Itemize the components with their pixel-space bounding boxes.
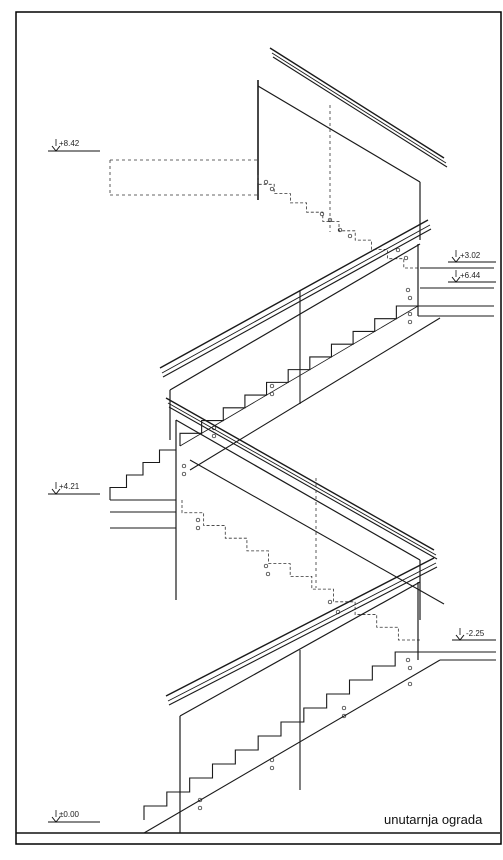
second-stairs-marks-7 xyxy=(211,433,217,439)
bottom-handrail xyxy=(179,581,421,717)
third-rail-top xyxy=(165,397,435,551)
third-stairs-marks-5 xyxy=(265,571,271,577)
third-stairs-marks-4 xyxy=(263,563,269,569)
second-stairs-marks-4 xyxy=(269,383,275,389)
bottom-stairs xyxy=(143,651,418,820)
top-rail-mid xyxy=(271,52,447,164)
second-stringer xyxy=(179,305,419,447)
level-label-l3: +6.44 xyxy=(460,271,481,280)
second-rail-top xyxy=(159,219,429,369)
level-label-l1: +8.42 xyxy=(59,139,80,148)
top-stairs-marks-0 xyxy=(263,179,269,185)
third-landing-stairs xyxy=(109,449,176,500)
bottom-stairs-marks-0 xyxy=(405,657,411,663)
third-stairs-dashed xyxy=(181,500,420,641)
bottom-stairs-marks-1 xyxy=(407,665,413,671)
bottom-stairs-marks-3 xyxy=(341,705,347,711)
second-stairs-marks-1 xyxy=(407,295,413,301)
second-slab xyxy=(189,317,441,471)
drawing-caption: unutarnja ograda xyxy=(384,812,483,827)
second-stairs-marks-0 xyxy=(405,287,411,293)
top-stairs-dashed xyxy=(257,175,420,269)
top-rail-top xyxy=(269,47,445,159)
drawing-frame xyxy=(15,11,502,845)
second-stairs xyxy=(179,305,418,446)
top-stairs-marks-6 xyxy=(395,247,401,253)
third-stairs-marks-2 xyxy=(195,517,201,523)
third-stairs-marks-0 xyxy=(181,463,187,469)
third-handrail xyxy=(175,419,421,561)
level-label-l2: +3.02 xyxy=(460,251,481,260)
third-stairs-marks-6 xyxy=(327,599,333,605)
second-stairs-marks-2 xyxy=(407,311,413,317)
level-marker-l6: ±0.00 xyxy=(48,810,100,823)
bottom-stairs-marks-5 xyxy=(269,757,275,763)
top-rail-bottom xyxy=(272,56,448,168)
level-marker-l1: +8.42 xyxy=(48,139,100,152)
level-label-l5: -2.25 xyxy=(466,629,485,638)
level-marker-l4: +4.21 xyxy=(48,482,100,495)
second-rail-bottom xyxy=(162,228,432,378)
bottom-rail-bottom xyxy=(168,566,438,706)
second-stairs-marks-3 xyxy=(407,319,413,325)
bottom-stairs-marks-4 xyxy=(341,713,347,719)
bottom-rail-top xyxy=(165,557,435,697)
third-rail-bottom xyxy=(168,406,438,560)
third-slab xyxy=(189,459,445,605)
top-stairs-marks-2 xyxy=(319,211,325,217)
level-label-l6: ±0.00 xyxy=(59,810,80,819)
bottom-rail-mid xyxy=(167,562,437,702)
bottom-stairs-marks-8 xyxy=(197,805,203,811)
top-handrail xyxy=(257,85,421,183)
bottom-stairs-marks-7 xyxy=(197,797,203,803)
top-stairs-marks-1 xyxy=(269,186,275,192)
top-stairs-marks-3 xyxy=(327,217,333,223)
top-stairs-marks-5 xyxy=(347,233,353,239)
level-marker-l3: +6.44 xyxy=(448,270,496,283)
third-stairs-marks-3 xyxy=(195,525,201,531)
top-stairs-marks-7 xyxy=(403,255,409,261)
second-rail-mid xyxy=(161,224,431,374)
stair-structure xyxy=(109,47,496,834)
second-handrail xyxy=(169,243,421,391)
third-stairs-marks-1 xyxy=(181,471,187,477)
bottom-slab xyxy=(143,659,441,834)
bottom-stairs-marks-6 xyxy=(269,765,275,771)
top-stairs-marks-4 xyxy=(337,227,343,233)
level-label-l4: +4.21 xyxy=(59,482,80,491)
level-marker-l5: -2.25 xyxy=(452,628,496,641)
bottom-stairs-marks-2 xyxy=(407,681,413,687)
third-rail-mid xyxy=(167,402,437,556)
second-stairs-marks-5 xyxy=(269,391,275,397)
level-marker-l2: +3.02 xyxy=(448,250,496,263)
